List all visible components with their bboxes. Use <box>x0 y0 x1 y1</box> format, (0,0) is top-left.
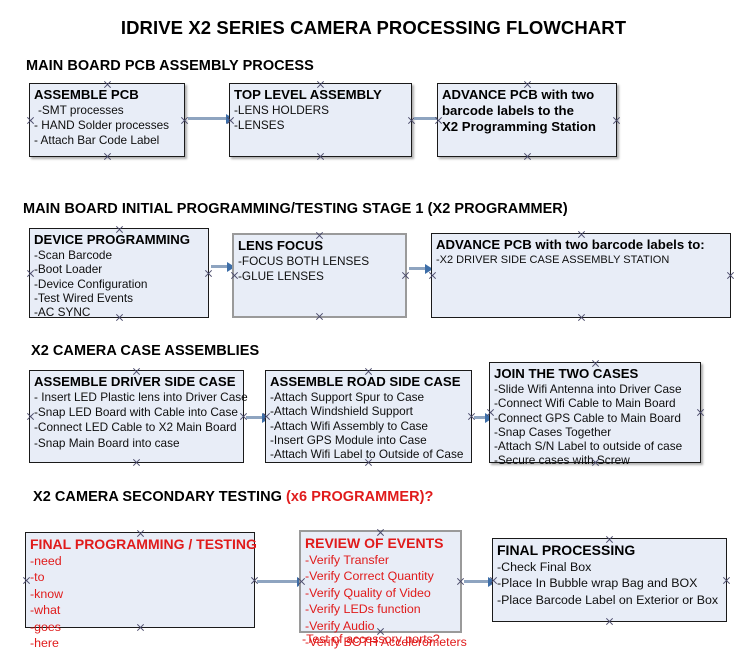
node-line: -SMT processes <box>38 103 124 117</box>
node-line: barcode labels to the <box>442 103 574 118</box>
section-heading-3: X2 CAMERA CASE ASSEMBLIES <box>31 343 259 359</box>
node-final-processing[interactable]: FINAL PROCESSING -Check Final Box -Place… <box>492 538 727 622</box>
connector-arrow <box>474 416 489 419</box>
connector-arrow <box>246 416 264 419</box>
section-heading-1: MAIN BOARD PCB ASSEMBLY PROCESS <box>26 58 314 74</box>
node-title: LENS FOCUS <box>238 238 323 253</box>
node-line: -Verify Audio <box>305 618 375 633</box>
connection-handle-bottom-icon <box>605 617 614 626</box>
node-assemble-pcb[interactable]: ASSEMBLE PCB -SMT processes - HAND Solde… <box>29 83 185 157</box>
node-title: ASSEMBLE PCB <box>34 87 139 102</box>
node-line: -Place In Bubble wrap Bag and BOX <box>497 576 698 591</box>
node-line: -GLUE LENSES <box>238 269 324 284</box>
node-line: -Attach Wifi Assembly to Case <box>270 418 428 433</box>
node-line: -Place Barcode Label on Exterior or Box <box>497 592 719 607</box>
node-title: DEVICE PROGRAMMING <box>34 232 191 247</box>
connection-handle-bottom-icon <box>577 313 586 322</box>
connection-handle-bottom-icon <box>132 458 141 467</box>
node-line: -Attach Support Spur to Case <box>270 390 425 404</box>
node-line: -Boot Loader <box>34 262 103 277</box>
arrowhead-icon <box>425 263 433 274</box>
node-line: -Verify Quality of Video <box>305 585 431 600</box>
page-title: IDRIVE X2 SERIES CAMERA PROCESSING FLOWC… <box>120 17 627 38</box>
node-line: -Device Configuration <box>34 276 148 291</box>
node-line: -Slide Wifi Antenna into Driver Case <box>494 382 682 396</box>
node-review-of-events[interactable]: REVIEW OF EVENTS -Verify Transfer -Verif… <box>299 530 467 649</box>
node-line: -Secure cases with Screw <box>494 453 630 468</box>
connector-arrow <box>414 117 442 120</box>
node-line: -Attach Windshield Support <box>270 404 413 419</box>
connection-handle-bottom-icon <box>103 152 112 161</box>
section-heading-4-red-text: (x6 PROGRAMMER)? <box>286 489 434 505</box>
node-title: ASSEMBLE DRIVER SIDE CASE <box>34 374 236 389</box>
arrowhead-icon <box>227 261 235 272</box>
section-heading-1-text: MAIN BOARD PCB ASSEMBLY PROCESS <box>26 58 314 74</box>
node-assemble-driver-side-case[interactable]: ASSEMBLE DRIVER SIDE CASE - Insert LED P… <box>29 370 248 463</box>
section-heading-2: MAIN BOARD INITIAL PROGRAMMING/TESTING S… <box>23 201 568 217</box>
node-review-of-events-overflow-line: -Test of accessory ports? <box>302 632 440 646</box>
node-line: -what <box>30 603 61 618</box>
node-line: - HAND Solder processes <box>34 118 170 133</box>
node-line: -here <box>30 636 59 651</box>
connector-arrow <box>409 267 427 270</box>
section-heading-4-text: X2 CAMERA SECONDARY TESTING <box>33 489 287 505</box>
node-line: -LENSES <box>234 118 285 133</box>
node-line: -FOCUS BOTH LENSES <box>238 254 370 268</box>
node-final-programming-testing[interactable]: FINAL PROGRAMMING / TESTING -need -to -k… <box>25 532 257 650</box>
node-line: -Attach Wifi Label to Outside of Case <box>270 447 464 462</box>
node-title: FINAL PROGRAMMING / TESTING <box>30 536 257 552</box>
connector-arrow <box>188 117 228 120</box>
node-title: FINAL PROCESSING <box>497 542 636 558</box>
node-line: -Verify LEDs function <box>305 602 421 617</box>
node-join-the-two-cases[interactable]: JOIN THE TWO CASES -Slide Wifi Antenna i… <box>489 362 701 467</box>
node-line: - Insert LED Plastic lens into Driver Ca… <box>34 390 248 404</box>
node-line: -Check Final Box <box>497 560 592 574</box>
node-line: -Attach S/N Label to outside of case <box>494 439 683 454</box>
connector-arrow <box>211 265 229 268</box>
node-line: -AC SYNC <box>34 305 91 320</box>
node-line: -Verify Correct Quantity <box>305 569 434 584</box>
node-title: ADVANCE PCB with two barcode labels to: <box>436 237 705 252</box>
node-line: -to <box>30 570 45 585</box>
node-line: -Verify Transfer <box>305 553 390 567</box>
node-line: -Insert GPS Module into Case <box>270 432 427 447</box>
node-title: JOIN THE TWO CASES <box>494 366 639 381</box>
node-line: -need <box>30 554 62 568</box>
connection-handle-bottom-icon <box>315 312 324 321</box>
node-line: -Connect GPS Cable to Main Board <box>494 410 681 425</box>
node-line: -LENS HOLDERS <box>234 103 330 117</box>
node-line: -Verify BOTH Accelerometers <box>305 635 467 650</box>
node-title: REVIEW OF EVENTS <box>305 535 444 551</box>
node-line: -goes <box>30 619 61 634</box>
node-line: -Snap Cases Together <box>494 424 612 439</box>
node-line: -Connect Wifi Cable to Main Board <box>494 396 676 411</box>
node-line: - Attach Bar Code Label <box>34 133 160 148</box>
node-top-level-assembly[interactable]: TOP LEVEL ASSEMBLY -LENS HOLDERS -LENSES <box>229 83 412 157</box>
section-heading-2-text: MAIN BOARD INITIAL PROGRAMMING/TESTING S… <box>23 201 568 217</box>
node-line: -Snap LED Board with Cable into Case <box>34 405 238 420</box>
node-line: -know <box>30 586 64 601</box>
connector-arrow <box>464 580 490 583</box>
connection-handle-right-icon <box>726 271 735 280</box>
node-line: -Connect LED Cable to X2 Main Board <box>34 420 237 435</box>
node-device-programming[interactable]: DEVICE PROGRAMMING -Scan Barcode -Boot L… <box>29 228 209 320</box>
node-advance-pcb-programming-station[interactable]: ADVANCE PCB with two barcode labels to t… <box>437 83 617 157</box>
node-line: -Scan Barcode <box>34 248 113 262</box>
connector-arrow <box>257 580 299 583</box>
node-line: -X2 DRIVER SIDE CASE ASSEMBLY STATION <box>436 254 670 266</box>
node-title: TOP LEVEL ASSEMBLY <box>234 87 382 102</box>
node-lens-focus[interactable]: LENS FOCUS -FOCUS BOTH LENSES -GLUE LENS… <box>232 233 407 318</box>
node-title: ASSEMBLE ROAD SIDE CASE <box>270 374 461 389</box>
node-line: -Snap Main Board into case <box>34 435 180 450</box>
node-assemble-road-side-case[interactable]: ASSEMBLE ROAD SIDE CASE -Attach Support … <box>265 370 472 463</box>
section-heading-4: X2 CAMERA SECONDARY TESTING (x6 PROGRAMM… <box>33 489 433 505</box>
connection-handle-bottom-icon <box>523 152 532 161</box>
section-heading-3-text: X2 CAMERA CASE ASSEMBLIES <box>31 343 260 359</box>
connection-handle-bottom-icon <box>316 152 325 161</box>
node-title: ADVANCE PCB with two <box>442 87 595 102</box>
node-line: -Test Wired Events <box>34 290 133 305</box>
node-advance-pcb-driver-side-case[interactable]: ADVANCE PCB with two barcode labels to: … <box>431 233 731 318</box>
node-line: X2 Programming Station <box>442 119 596 134</box>
